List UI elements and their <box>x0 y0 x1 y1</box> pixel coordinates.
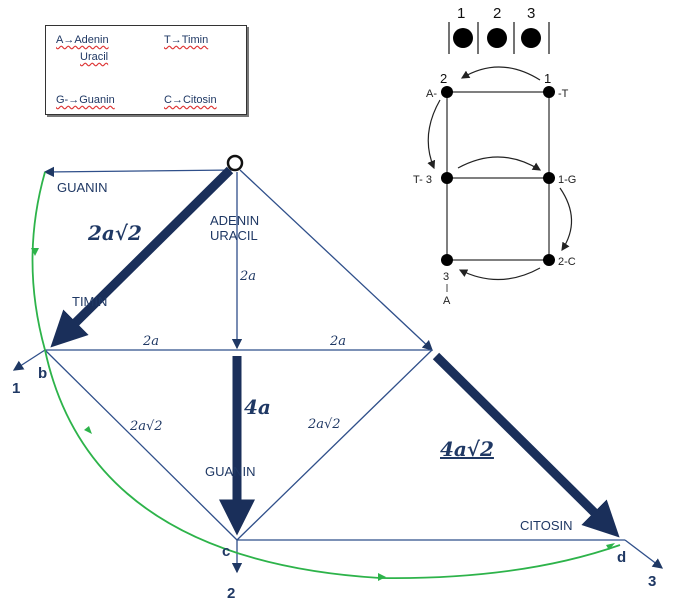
thick-arrow-timin <box>50 166 234 348</box>
col-3: 3 <box>527 5 535 22</box>
inset-diagram: 1 2 3 2 A- 1 -T T- 3 1-G 2-C 3 A <box>413 5 576 307</box>
guanin-arrow <box>43 166 236 178</box>
top-node <box>226 154 244 172</box>
inset-node-t3-label: T- 3 <box>413 174 432 186</box>
node-b: b <box>38 365 47 382</box>
green-arrow-icon <box>31 248 39 256</box>
axis-3-arrow <box>624 539 664 569</box>
label-2a-vertical: 2a <box>239 269 256 284</box>
thick-arrow-citosin <box>432 352 620 538</box>
node-c: c <box>222 543 230 560</box>
inset-node-a-label: A- <box>426 88 437 100</box>
label-citosin: CITOSIN <box>520 518 573 533</box>
col-2: 2 <box>493 5 501 22</box>
green-paths <box>31 171 621 580</box>
legend-box: A→Adenin Uracil T→Timin G-→Guanin C→Cito… <box>45 25 247 115</box>
label-diag-left: 2a√2 <box>129 419 163 434</box>
diag-cd <box>236 349 433 541</box>
label-2a-root2: 2a√2 <box>87 221 142 245</box>
inset-node-b-label: A <box>443 295 451 307</box>
axis-1: 1 <box>12 380 20 397</box>
inset-node-c-label: 2-C <box>558 256 576 268</box>
legend-uracil: Uracil <box>80 51 109 63</box>
legend-timin: T→Timin <box>164 34 209 46</box>
axis-2: 2 <box>227 585 235 602</box>
node-d: d <box>617 549 626 566</box>
label-guanin-mid: GUANIN <box>205 464 256 479</box>
label-4a: 4a <box>244 395 271 419</box>
truss-lines <box>12 166 664 574</box>
label-4a-root2: 4a√2 <box>440 437 494 461</box>
axis-3: 3 <box>648 573 656 590</box>
axis-1-arrow <box>12 349 46 371</box>
label-guanin-top: GUANIN <box>57 180 108 195</box>
label-2a-left: 2a <box>142 334 159 349</box>
diag-right-arrow <box>239 169 433 351</box>
legend-adenin: A→Adenin <box>56 34 109 46</box>
label-diag-right: 2a√2 <box>307 417 341 432</box>
green-arrow-icon <box>378 573 386 581</box>
col-1: 1 <box>457 5 465 22</box>
diag-bc <box>44 349 238 541</box>
label-timin: TIMIN <box>72 294 107 309</box>
label-adenin: ADENIN <box>210 213 259 228</box>
inset-node-t-num: 1 <box>544 71 551 86</box>
label-uracil: URACIL <box>210 228 258 243</box>
legend-guanin: G-→Guanin <box>56 94 115 106</box>
inset-node-t-label: -T <box>558 88 569 100</box>
inset-node-a-num: 2 <box>440 71 447 86</box>
label-2a-right: 2a <box>329 334 346 349</box>
green-arrow-icon <box>84 426 92 434</box>
inset-node-b-num: 3 <box>443 271 449 283</box>
legend-citosin: C→Citosin <box>164 94 217 106</box>
inset-node-g-label: 1-G <box>558 174 576 186</box>
green-arrow-icon <box>606 543 615 550</box>
